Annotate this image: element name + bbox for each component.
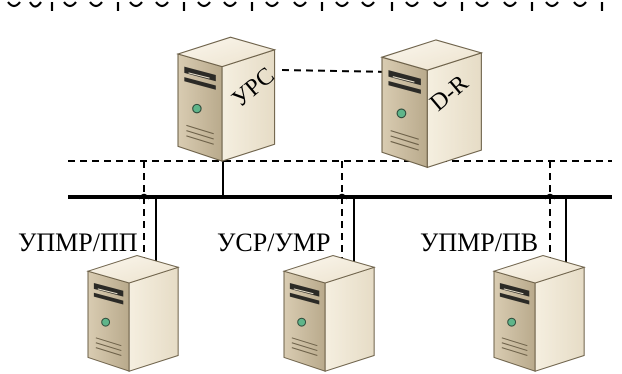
- client-label-usr-umr: УСР/УМР: [217, 228, 330, 257]
- client-label-upmr-pp: УПМР/ПП: [18, 228, 138, 257]
- client-links-right: [544, 161, 567, 272]
- client-usr-umr: [283, 255, 375, 372]
- server-dashed-link: [281, 69, 393, 73]
- client-upmr-pp: [87, 255, 179, 372]
- top-text-fragment: [0, 0, 622, 14]
- client-links-left: [138, 161, 157, 273]
- server-urs: [177, 36, 276, 162]
- client-label-upmr-pv: УПМР/ПВ: [420, 228, 538, 257]
- client-links-middle: [336, 161, 355, 272]
- client-upmr-pv: [493, 255, 585, 372]
